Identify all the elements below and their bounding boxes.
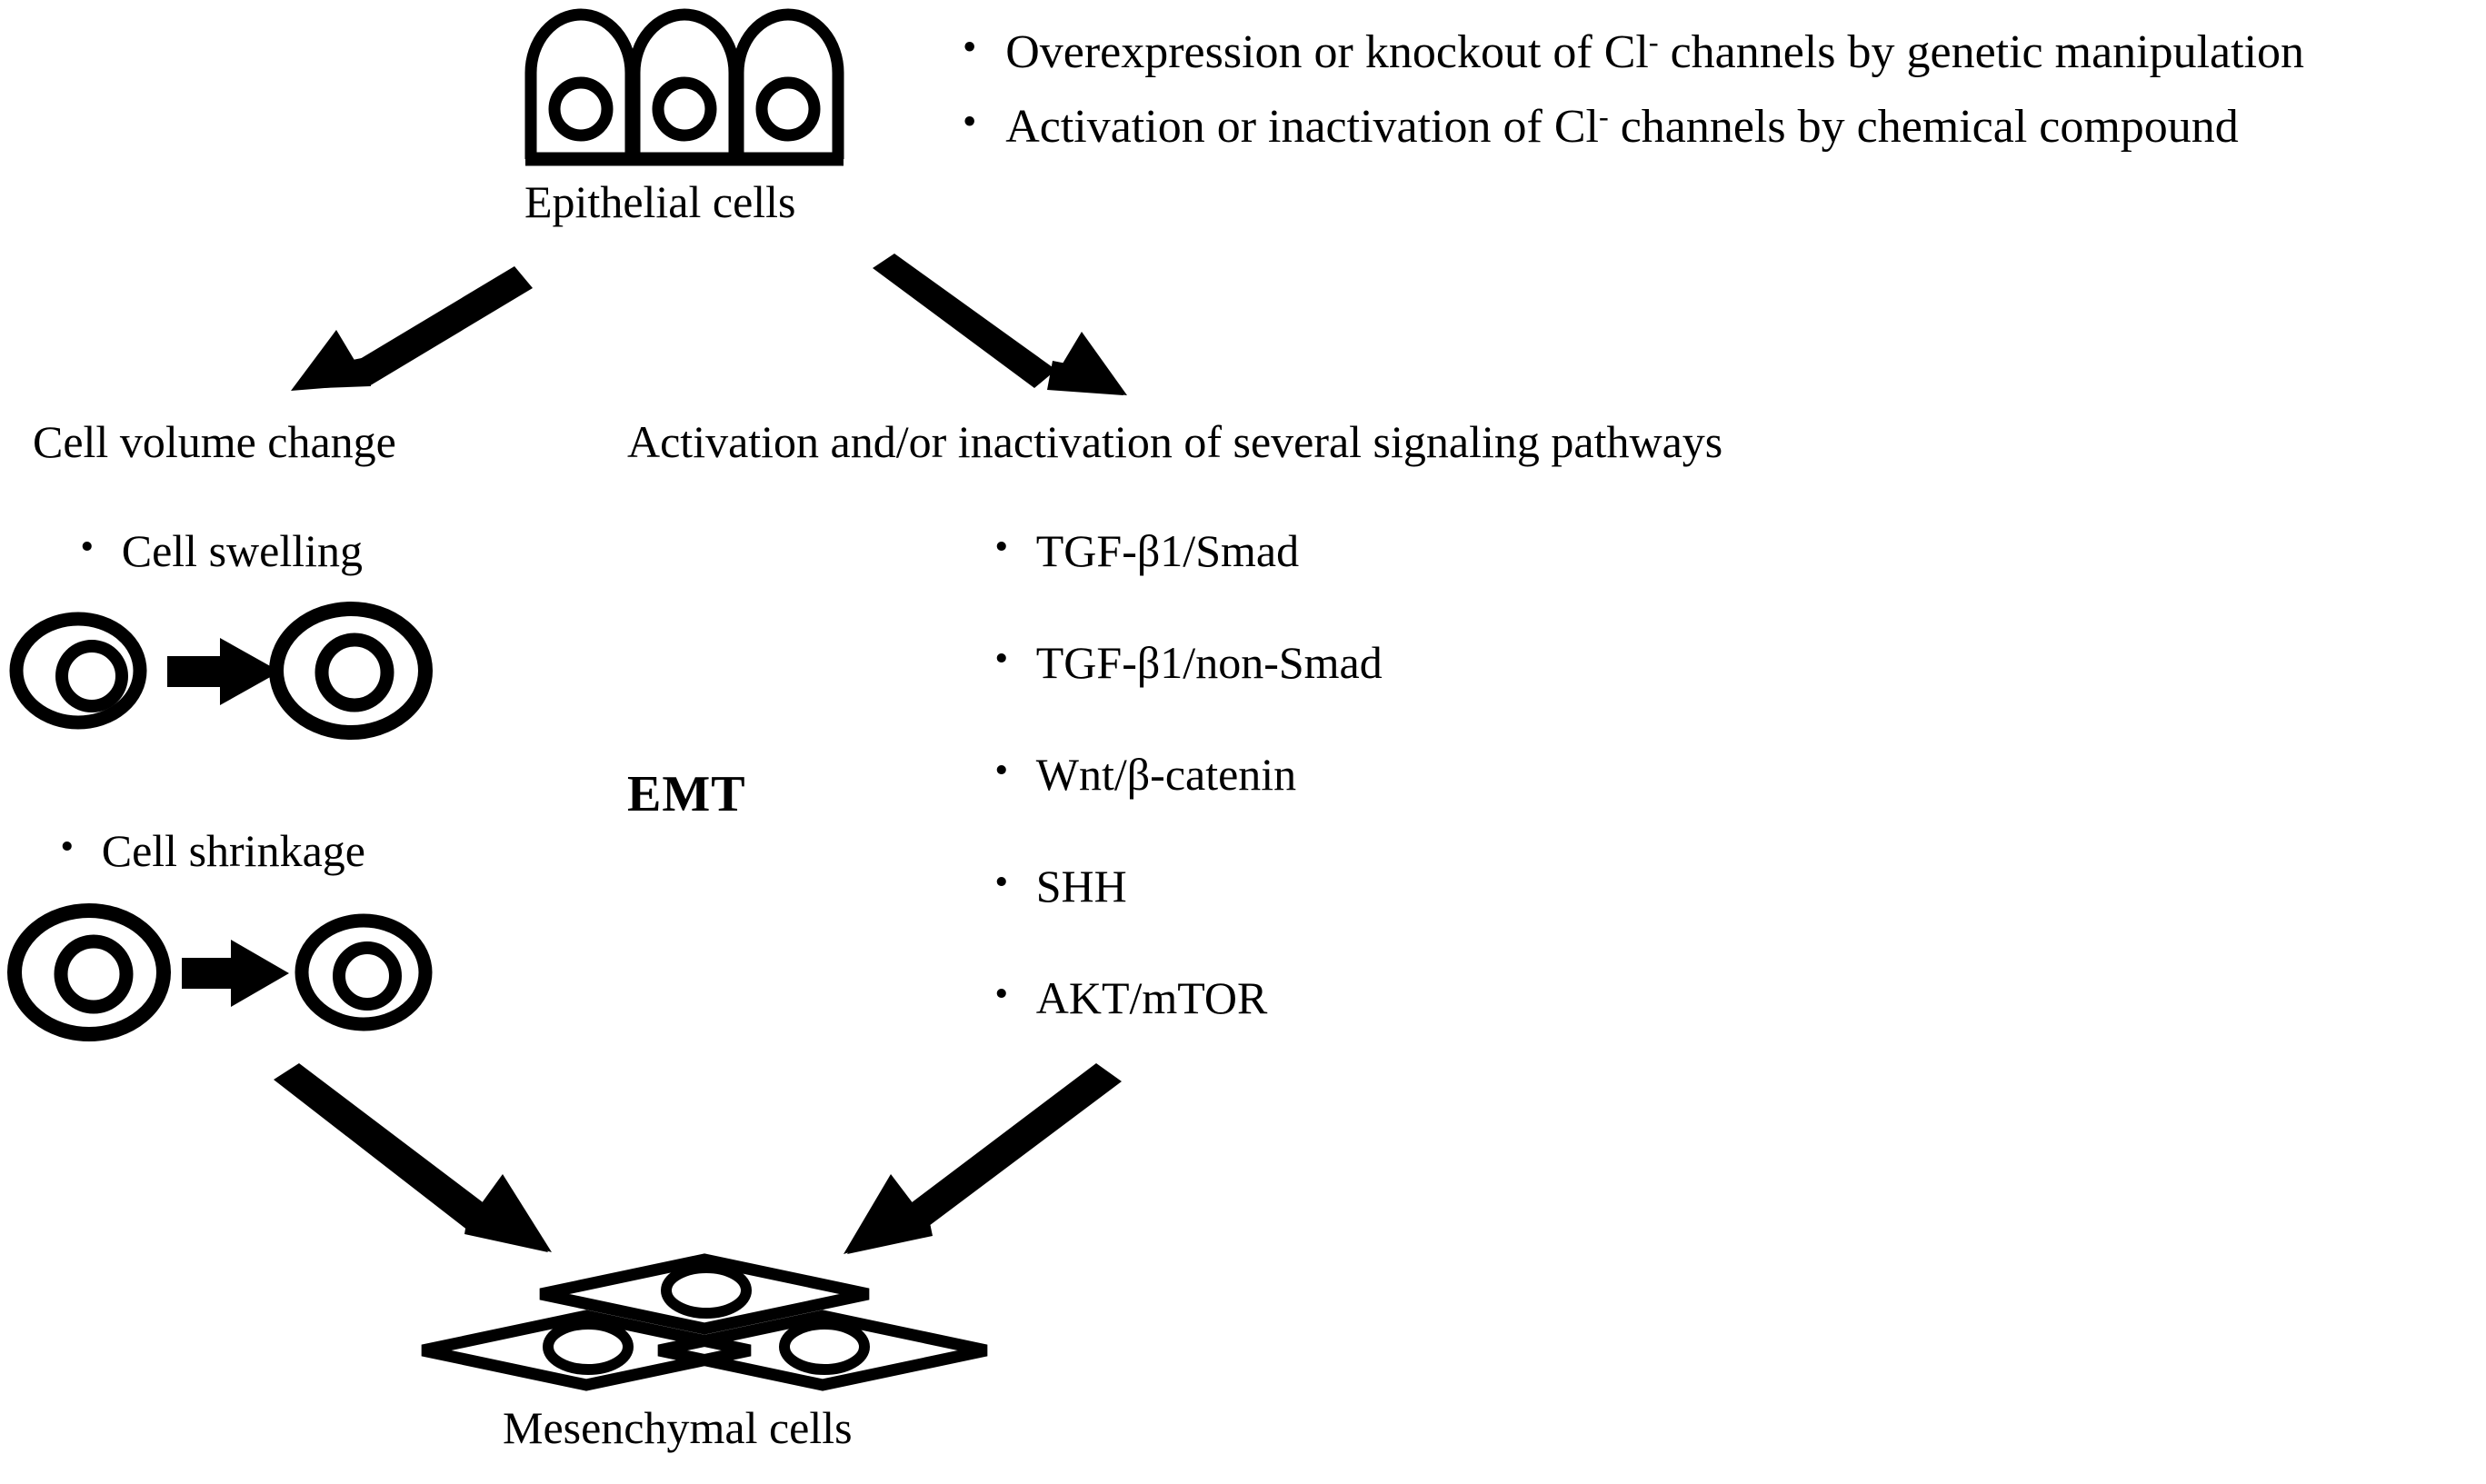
- bullet-dot-icon: ・: [980, 972, 1023, 1021]
- cell-swelling-label: Cell swelling: [121, 525, 364, 576]
- manipulation-text-prefix: Activation or inactivation of Cl: [1005, 100, 1599, 153]
- bullet-dot-icon: ・: [980, 525, 1023, 573]
- branch-arrow-to-signaling: [854, 241, 1154, 404]
- right-arrow-icon: [182, 940, 289, 1007]
- epithelial-cells-icon: [518, 7, 864, 171]
- cell-swelling-item: ・Cell swelling: [65, 525, 364, 576]
- converging-arrow-from-signaling: [809, 1063, 1136, 1272]
- cell-nucleus-icon: [54, 934, 134, 1014]
- cell-nucleus-icon: [55, 640, 128, 712]
- pathway-label: TGF-β1/Smad: [1035, 525, 1300, 576]
- bullet-dot-icon: ・: [947, 98, 993, 148]
- pathway-label: SHH: [1035, 861, 1127, 911]
- mesenchymal-cells-icon: [414, 1252, 995, 1398]
- left-branch-heading: Cell volume change: [33, 416, 396, 467]
- mesenchymal-cell-bottom-right: [657, 1310, 988, 1391]
- cell-shrinkage-label: Cell shrinkage: [101, 825, 365, 876]
- manipulation-text-prefix: Overexpression or knockout of Cl: [1005, 25, 1649, 78]
- emt-label: EMT: [627, 766, 746, 822]
- epithelial-cells-label: Epithelial cells: [524, 176, 796, 227]
- bullet-dot-icon: ・: [980, 861, 1023, 909]
- cell-nucleus-icon: [333, 941, 402, 1011]
- pathway-item-shh: ・SHH: [980, 862, 1127, 911]
- cell-circle-large-icon: [7, 903, 171, 1041]
- cell-shrinkage-transition-icon: [7, 900, 434, 1045]
- manipulation-item-genetic: ・Overexpression or knockout of Cl- chann…: [947, 25, 2304, 78]
- cell-swelling-transition-icon: [7, 598, 434, 743]
- chloride-charge-superscript: -: [1648, 25, 1659, 59]
- cell-circle-small-icon: [295, 913, 433, 1031]
- bullet-dot-icon: ・: [45, 825, 89, 873]
- cell-circle-small-icon: [9, 612, 147, 730]
- mesenchymal-cells-label: Mesenchymal cells: [503, 1402, 853, 1453]
- bullet-dot-icon: ・: [65, 525, 109, 573]
- bullet-dot-icon: ・: [980, 637, 1023, 685]
- bullet-dot-icon: ・: [947, 24, 993, 74]
- branch-arrow-to-cell-volume: [264, 241, 564, 404]
- converging-arrow-from-cell-volume: [259, 1063, 586, 1272]
- pathway-item-tgfb1-smad: ・TGF-β1/Smad: [980, 525, 1300, 576]
- right-arrow-icon: [167, 638, 280, 705]
- bullet-dot-icon: ・: [980, 749, 1023, 797]
- manipulation-text-suffix: channels by chemical compound: [1608, 100, 2239, 153]
- right-branch-heading: Activation and/or inactivation of severa…: [627, 416, 1723, 467]
- pathway-item-tgfb1-non-smad: ・TGF-β1/non-Smad: [980, 637, 1383, 688]
- cell-nucleus-icon: [314, 632, 394, 712]
- chloride-charge-superscript: -: [1598, 100, 1609, 134]
- manipulation-item-chemical: ・Activation or inactivation of Cl- chann…: [947, 100, 2239, 153]
- pathway-item-wnt-beta-catenin: ・Wnt/β-catenin: [980, 749, 1297, 800]
- pathway-label: Wnt/β-catenin: [1035, 749, 1297, 800]
- pathway-label: AKT/mTOR: [1035, 972, 1268, 1023]
- mesenchymal-cell-top: [539, 1253, 870, 1335]
- pathway-label: TGF-β1/non-Smad: [1035, 637, 1383, 688]
- manipulation-text-suffix: channels by genetic manipulation: [1658, 25, 2305, 78]
- cell-circle-large-icon: [269, 602, 433, 740]
- cell-shrinkage-item: ・Cell shrinkage: [45, 825, 365, 876]
- pathway-item-akt-mtor: ・AKT/mTOR: [980, 972, 1268, 1023]
